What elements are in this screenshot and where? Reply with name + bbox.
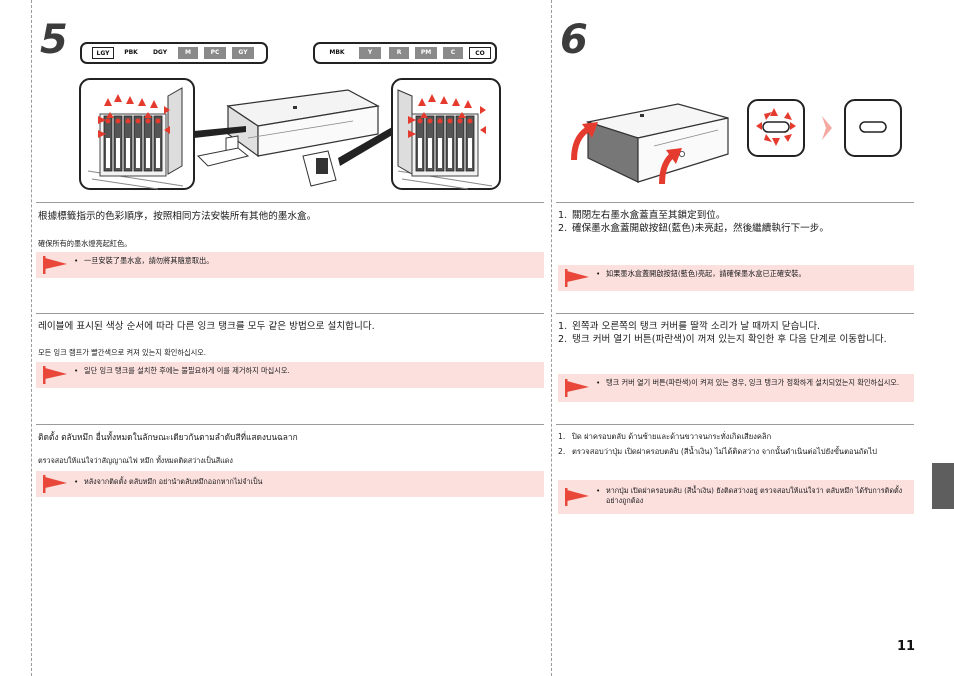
step6-illustration: [571, 99, 902, 185]
swatch-mbk: MBK: [325, 47, 349, 59]
ko-sub-instruction: 모든 잉크 램프가 빨간색으로 켜져 있는지 확인하십시오.: [38, 348, 207, 357]
th-left-note-text: หลังจากติดตั้ง ตลับหมึก อย่านำตลับหมึกออ…: [84, 477, 263, 486]
swatch-dgy: DGY: [148, 47, 172, 59]
swatch-lgy: LGY: [92, 47, 114, 59]
ko-left-note-text: 일단 잉크 탱크를 설치한 후에는 불필요하게 이를 제거하지 마십시오.: [84, 366, 290, 375]
bullet: •: [74, 366, 79, 375]
swatch-pbk: PBK: [120, 47, 142, 59]
printer-open-covers: [196, 89, 380, 187]
th-main-instruction: ติดตั้ง ตลับหมึก อื่นทั้งหมดในลักษณะเดีย…: [38, 432, 298, 442]
list-item: 2.ตรวจสอบว่าปุ่ม เปิดฝาครอบตลับ (สีน้ำเง…: [558, 447, 877, 456]
step-number-6: 6: [560, 17, 588, 63]
ko-right-note-text: 탱크 커버 열기 버튼(파란색)이 켜져 있는 경우, 잉크 탱크가 정확하게 …: [606, 378, 900, 387]
left-ink-zoom: [79, 78, 195, 190]
bullet: •: [596, 378, 601, 387]
separator: [36, 424, 544, 425]
step-number-5: 5: [40, 17, 68, 63]
button-off-zoom: [844, 99, 902, 157]
warning-flag-icon: [43, 475, 67, 493]
separator: [556, 202, 914, 203]
separator: [556, 313, 914, 314]
step5-illustration: [79, 78, 501, 190]
th-right-note-text: หากปุ่ม เปิดฝาครอบตลับ (สีน้ำเงิน) ยังติ…: [606, 486, 903, 505]
ko-step2-text: 탱크 커버 열기 버튼(파란색)이 꺼져 있는지 확인한 후 다음 단계로 이동…: [572, 334, 887, 345]
column-divider: [551, 0, 552, 676]
ko-main-instruction: 레이블에 표시된 색상 순서에 따라 다른 잉크 탱크를 모두 같은 방법으로 …: [38, 321, 375, 332]
swatch-m: M: [178, 47, 198, 59]
bullet: •: [596, 269, 601, 278]
zh-step-list: 1.關閉左右墨水盒蓋直至其鎖定到位。 2.確保墨水盒蓋開啟按鈕(藍色)未亮起，然…: [558, 209, 908, 235]
swatch-pc: PC: [204, 47, 226, 59]
th-left-note: • หลังจากติดตั้ง ตลับหมึก อย่านำตลับหมึกอ…: [36, 471, 544, 497]
list-item: 1.ปิด ฝาครอบตลับ ด้านซ้ายและด้านขวาจนกระ…: [558, 432, 772, 441]
ko-right-note: • 탱크 커버 열기 버튼(파란색)이 켜져 있는 경우, 잉크 탱크가 정확하게…: [558, 374, 914, 402]
zh-right-note: • 如果墨水盒蓋開啟按鈕(藍色)亮起，請確保墨水盒已正確安裝。: [558, 265, 914, 291]
ko-step1-text: 왼쪽과 오른쪽의 탱크 커버를 딸깍 소리가 날 때까지 닫습니다.: [572, 321, 821, 332]
separator: [36, 202, 544, 203]
list-item: 1.왼쪽과 오른쪽의 탱크 커버를 딸깍 소리가 날 때까지 닫습니다.: [558, 321, 821, 332]
th-step1-text: ปิด ฝาครอบตลับ ด้านซ้ายและด้านขวาจนกระทั…: [572, 432, 772, 441]
swatch-c: C: [443, 47, 463, 59]
zoom-pointer-right: [338, 126, 394, 166]
ink-color-bar-left: LGY PBK DGY M PC GY: [80, 42, 268, 64]
next-arrow: [822, 116, 832, 140]
swatch-pm: PM: [415, 47, 437, 59]
separator: [36, 313, 544, 314]
list-item: 2.탱크 커버 열기 버튼(파란색)이 꺼져 있는지 확인한 후 다음 단계로 …: [558, 334, 887, 345]
page-number: 11: [897, 639, 916, 654]
warning-flag-icon: [565, 269, 589, 287]
right-ink-zoom: [391, 78, 501, 190]
th-step2-text: ตรวจสอบว่าปุ่ม เปิดฝาครอบตลับ (สีน้ำเงิน…: [572, 447, 877, 456]
warning-flag-icon: [565, 488, 589, 506]
button-blinking-zoom: [747, 99, 805, 157]
ko-step-list: 1.왼쪽과 오른쪽의 탱크 커버를 딸깍 소리가 날 때까지 닫습니다. 2.탱…: [558, 320, 910, 346]
zh-step1-text: 關閉左右墨水盒蓋直至其鎖定到位。: [572, 210, 726, 221]
warning-flag-icon: [43, 256, 67, 274]
separator: [556, 424, 914, 425]
warning-flag-icon: [43, 366, 67, 384]
list-item: 2.確保墨水盒蓋開啟按鈕(藍色)未亮起，然後繼續執行下一步。: [558, 223, 829, 234]
th-step-list: 1.ปิด ฝาครอบตลับ ด้านซ้ายและด้านขวาจนกระ…: [558, 431, 908, 458]
list-item: 1.關閉左右墨水盒蓋直至其鎖定到位。: [558, 210, 726, 221]
zh-left-note: • 一旦安裝了墨水盒，請勿將其隨意取出。: [36, 252, 544, 278]
ko-left-note: • 일단 잉크 탱크를 설치한 후에는 불필요하게 이를 제거하지 마십시오.: [36, 362, 544, 388]
bullet: •: [596, 486, 601, 495]
printer-closed-covers: [585, 103, 729, 183]
margin-guide-left: [31, 0, 32, 676]
zh-left-note-text: 一旦安裝了墨水盒，請勿將其隨意取出。: [84, 256, 214, 265]
zh-step2-text: 確保墨水盒蓋開啟按鈕(藍色)未亮起，然後繼續執行下一步。: [572, 223, 829, 234]
swatch-r: R: [389, 47, 409, 59]
swatch-co: CO: [469, 47, 491, 59]
zh-main-instruction: 根據標籤指示的色彩順序，按照相同方法安裝所有其他的墨水盒。: [38, 211, 317, 222]
section-tab: [932, 463, 954, 509]
zh-right-note-text: 如果墨水盒蓋開啟按鈕(藍色)亮起，請確保墨水盒已正確安裝。: [606, 269, 806, 278]
swatch-gy: GY: [232, 47, 254, 59]
bullet: •: [74, 477, 79, 486]
th-sub-instruction: ตรวจสอบให้แน่ใจว่าสัญญาณไฟ หมึก ทั้งหมดต…: [38, 456, 233, 465]
bullet: •: [74, 256, 79, 265]
warning-flag-icon: [565, 379, 589, 397]
zh-sub-instruction: 確保所有的墨水燈亮起紅色。: [38, 239, 132, 248]
th-right-note: • หากปุ่ม เปิดฝาครอบตลับ (สีน้ำเงิน) ยังต…: [558, 480, 914, 514]
ink-color-bar-right: MBK Y R PM C CO: [313, 42, 497, 64]
zoom-pointer-left: [194, 126, 246, 138]
swatch-y: Y: [359, 47, 381, 59]
